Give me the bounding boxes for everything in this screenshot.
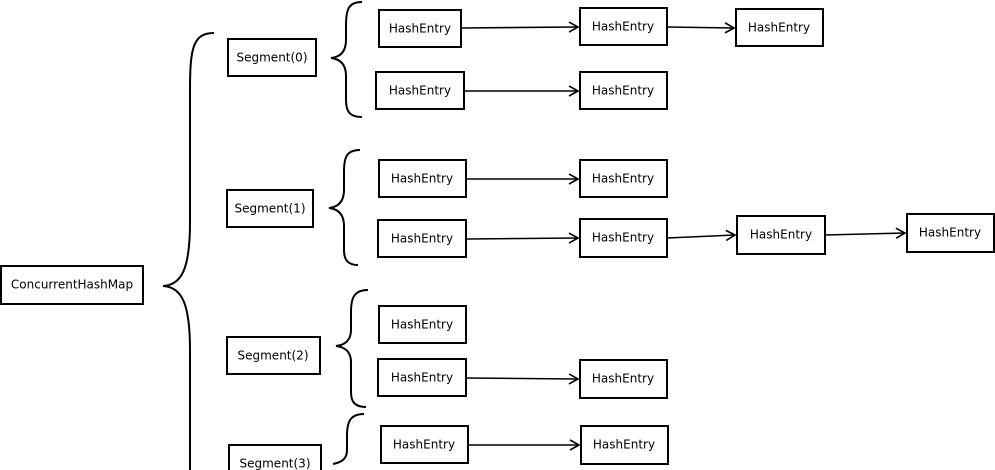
- segment-node-0: Segment(0): [227, 38, 317, 77]
- svg-text:HashEntry: HashEntry: [919, 226, 981, 240]
- hash-entry: HashEntry: [380, 425, 469, 464]
- segment-node-1: Segment(1): [226, 189, 314, 228]
- hash-entry: HashEntry: [735, 8, 824, 47]
- hash-entry: HashEntry: [375, 71, 465, 110]
- svg-text:HashEntry: HashEntry: [391, 371, 453, 385]
- svg-text:HashEntry: HashEntry: [391, 172, 453, 186]
- hash-entry: HashEntry: [579, 7, 668, 46]
- svg-text:HashEntry: HashEntry: [393, 438, 455, 452]
- segment-node-3: Segment(3): [228, 444, 322, 470]
- segment-node-2: Segment(2): [226, 336, 321, 375]
- svg-text:HashEntry: HashEntry: [592, 372, 654, 386]
- svg-text:HashEntry: HashEntry: [593, 438, 655, 452]
- link-arrow: [465, 232, 580, 244]
- hash-entry: HashEntry: [378, 159, 467, 198]
- root-node: ConcurrentHashMap: [0, 265, 144, 305]
- root-label: ConcurrentHashMap: [11, 278, 133, 292]
- hash-entry: HashEntry: [579, 71, 668, 110]
- svg-text:HashEntry: HashEntry: [391, 318, 453, 332]
- hash-entry: HashEntry: [579, 359, 668, 399]
- segment-brace-0: [330, 1, 363, 118]
- svg-text:HashEntry: HashEntry: [389, 22, 451, 36]
- segment-label: Segment(2): [238, 349, 309, 363]
- svg-text:HashEntry: HashEntry: [592, 20, 654, 34]
- segment-label: Segment(3): [240, 457, 311, 470]
- hash-entry: HashEntry: [377, 358, 467, 397]
- link-arrow: [824, 227, 907, 239]
- svg-text:HashEntry: HashEntry: [592, 231, 654, 245]
- hash-entry: HashEntry: [580, 425, 669, 465]
- svg-text:HashEntry: HashEntry: [592, 172, 654, 186]
- segment-label: Segment(1): [235, 202, 306, 216]
- svg-text:HashEntry: HashEntry: [750, 228, 812, 242]
- segment-label: Segment(0): [237, 51, 308, 65]
- hash-entry: HashEntry: [579, 159, 668, 198]
- svg-text:HashEntry: HashEntry: [391, 232, 453, 246]
- link-arrow: [666, 229, 737, 242]
- hash-entry: HashEntry: [579, 218, 668, 258]
- link-arrow: [666, 22, 736, 34]
- hash-entry: HashEntry: [377, 219, 467, 258]
- svg-text:HashEntry: HashEntry: [748, 21, 810, 35]
- segment-brace-2: [335, 289, 369, 408]
- segment-brace-3: [332, 413, 365, 465]
- hash-entry: HashEntry: [378, 305, 467, 344]
- svg-text:HashEntry: HashEntry: [592, 84, 654, 98]
- svg-text:HashEntry: HashEntry: [389, 84, 451, 98]
- hash-entry: HashEntry: [736, 215, 826, 255]
- hash-entry: HashEntry: [906, 213, 995, 253]
- segment-brace-1: [328, 149, 361, 266]
- hash-entry: HashEntry: [378, 9, 462, 48]
- link-arrow: [465, 373, 580, 385]
- root-brace: [162, 32, 215, 470]
- link-arrow: [460, 21, 580, 33]
